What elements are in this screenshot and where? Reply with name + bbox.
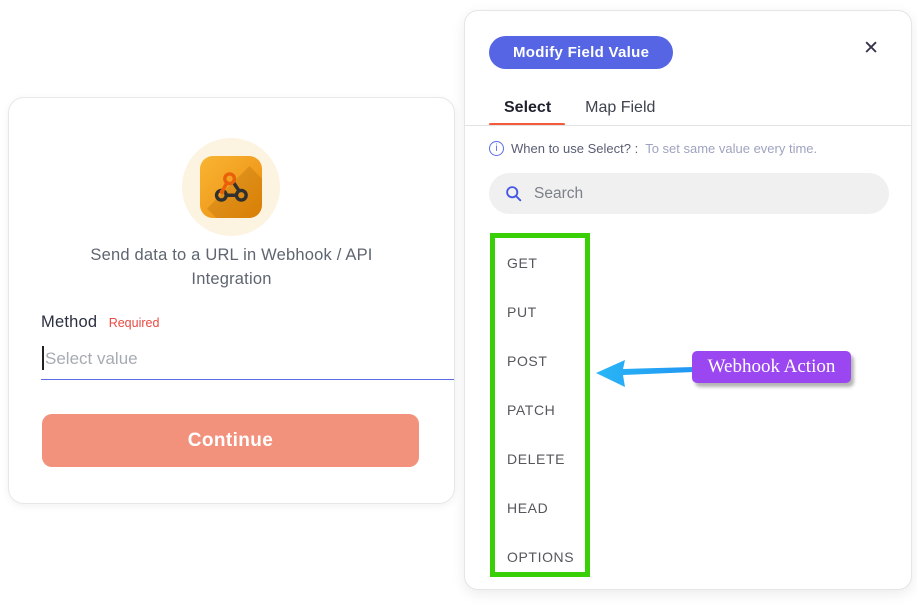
close-icon[interactable]: ✕ (863, 38, 879, 59)
webhook-icon (200, 156, 262, 218)
tab-bar: Select Map Field (504, 99, 655, 117)
list-item-head[interactable]: HEAD (507, 499, 549, 516)
info-answer: To set same value every time. (645, 141, 818, 156)
tab-select[interactable]: Select (504, 99, 552, 116)
list-item-patch[interactable]: PATCH (507, 401, 556, 418)
info-row: i When to use Select? : To set same valu… (489, 141, 817, 156)
info-question: When to use Select? : (511, 141, 639, 156)
modify-field-value-modal: Modify Field Value ✕ Select Map Field i … (464, 10, 912, 590)
method-field-label-row: Method Required (41, 313, 159, 332)
icon-circle (182, 138, 280, 236)
webhook-setup-card: Send data to a URL in Webhook / API Inte… (8, 97, 455, 504)
modify-field-value-button[interactable]: Modify Field Value (489, 36, 674, 69)
tab-divider (465, 125, 911, 126)
text-caret (42, 346, 44, 370)
search-input[interactable] (534, 184, 873, 203)
search-bar[interactable] (489, 173, 889, 214)
list-item-put[interactable]: PUT (507, 303, 537, 320)
list-item-get[interactable]: GET (507, 254, 538, 271)
methods-highlight-box: GET PUT POST PATCH DELETE HEAD OPTIONS (490, 233, 590, 577)
tab-map-field[interactable]: Map Field (585, 99, 656, 116)
list-item-delete[interactable]: DELETE (507, 450, 566, 467)
search-icon (506, 186, 522, 202)
info-icon: i (489, 141, 504, 156)
method-select-input[interactable] (41, 338, 454, 379)
left-arrow-icon (596, 360, 694, 387)
list-item-post[interactable]: POST (507, 352, 548, 369)
active-tab-underline (489, 123, 565, 126)
list-item-options[interactable]: OPTIONS (507, 548, 575, 565)
continue-button[interactable]: Continue (42, 414, 419, 467)
method-select-field[interactable] (41, 338, 454, 380)
required-badge: Required (108, 316, 160, 330)
card-title: Send data to a URL in Webhook / API Inte… (90, 246, 373, 288)
method-label: Method (41, 313, 98, 331)
webhook-glyph (214, 172, 248, 202)
http-methods-list: GET PUT POST PATCH DELETE HEAD OPTIONS (495, 238, 585, 581)
webhook-action-badge: Webhook Action (692, 351, 851, 383)
